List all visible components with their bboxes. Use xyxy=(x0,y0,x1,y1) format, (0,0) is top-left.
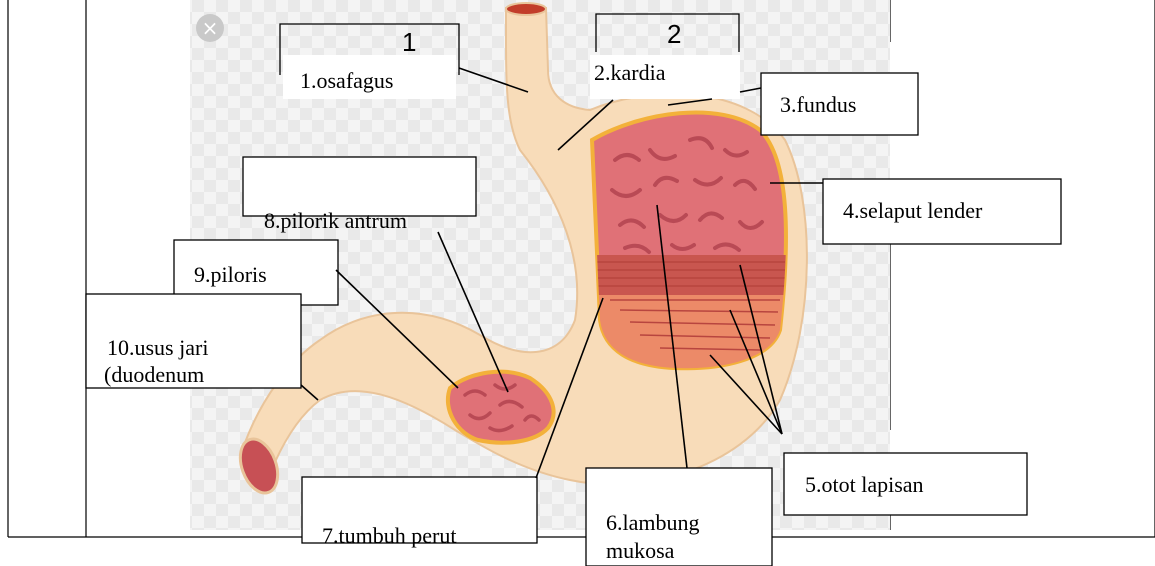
label-pilorik-antrum: 8.pilorik antrum xyxy=(264,208,407,233)
label-osafagus: 1.osafagus xyxy=(300,68,393,93)
label-piloris: 9.piloris xyxy=(194,262,267,287)
number-2: 2 xyxy=(667,19,681,50)
close-icon[interactable]: × xyxy=(196,14,224,42)
label-otot-lapisan: 5.otot lapisan xyxy=(805,472,924,497)
label-duodenum: (duodenum xyxy=(104,362,204,387)
label-kardia: 2.kardia xyxy=(594,60,665,85)
muscle-band xyxy=(590,255,790,295)
label-tumbuh-perut: 7.tumbuh perut xyxy=(322,523,456,548)
number-1: 1 xyxy=(402,27,416,58)
label-selaput-lender: 4.selaput lender xyxy=(843,198,982,223)
label-lambung: 6.lambung xyxy=(606,510,700,535)
label-usus-jari: 10.usus jari xyxy=(107,335,208,360)
esophagus-opening xyxy=(506,3,546,15)
label-fundus: 3.fundus xyxy=(780,92,856,117)
label-mukosa: mukosa xyxy=(606,538,674,563)
